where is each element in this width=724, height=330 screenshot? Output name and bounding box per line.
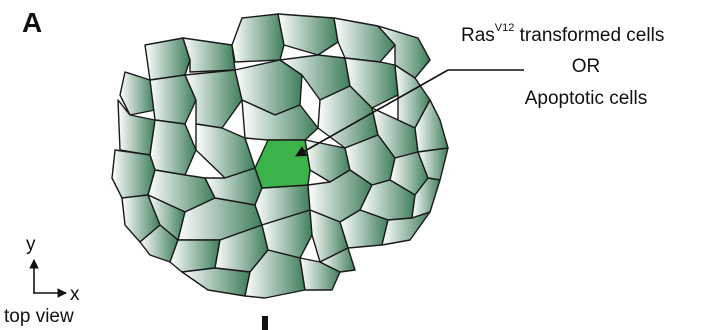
epithelial-cell (231, 13, 285, 63)
epithelial-cell (149, 119, 197, 176)
ras-label: Ras (461, 25, 495, 46)
x-axis-label: x (70, 284, 80, 305)
v12-superscript: V12 (495, 22, 515, 34)
epithelial-cell (411, 177, 441, 219)
y-axis-label: y (26, 234, 36, 255)
epithelial-cell (241, 99, 319, 141)
epithelial-cell (333, 17, 396, 63)
callout-or: OR (572, 56, 601, 77)
cell-sheet (111, 13, 449, 299)
epithelial-cell (181, 267, 251, 297)
highlighted-cell (254, 139, 311, 189)
callout-line-1: RasV12 transformed cells (461, 22, 664, 46)
callout-arrow (295, 69, 524, 157)
epithelial-cell (277, 13, 339, 56)
epithelial-cell (182, 37, 236, 73)
panel-letter: A (22, 7, 42, 38)
epithelial-cell (414, 99, 449, 153)
epithelial-cell (149, 74, 197, 125)
epithelial-cell (319, 247, 356, 273)
axes-indicator: y x top view (4, 234, 80, 327)
callout-apoptotic: Apoptotic cells (525, 88, 648, 109)
epithelial-cell (119, 71, 156, 116)
epithelial-cell (169, 239, 221, 273)
epithelial-cell (299, 257, 341, 291)
epithelial-cell (261, 209, 313, 259)
cropped-figure-fragment (262, 316, 268, 330)
epithelial-cell (144, 37, 191, 81)
epithelial-cell (381, 211, 431, 246)
view-label: top view (4, 306, 74, 327)
transformed-label: transformed cells (514, 25, 664, 46)
